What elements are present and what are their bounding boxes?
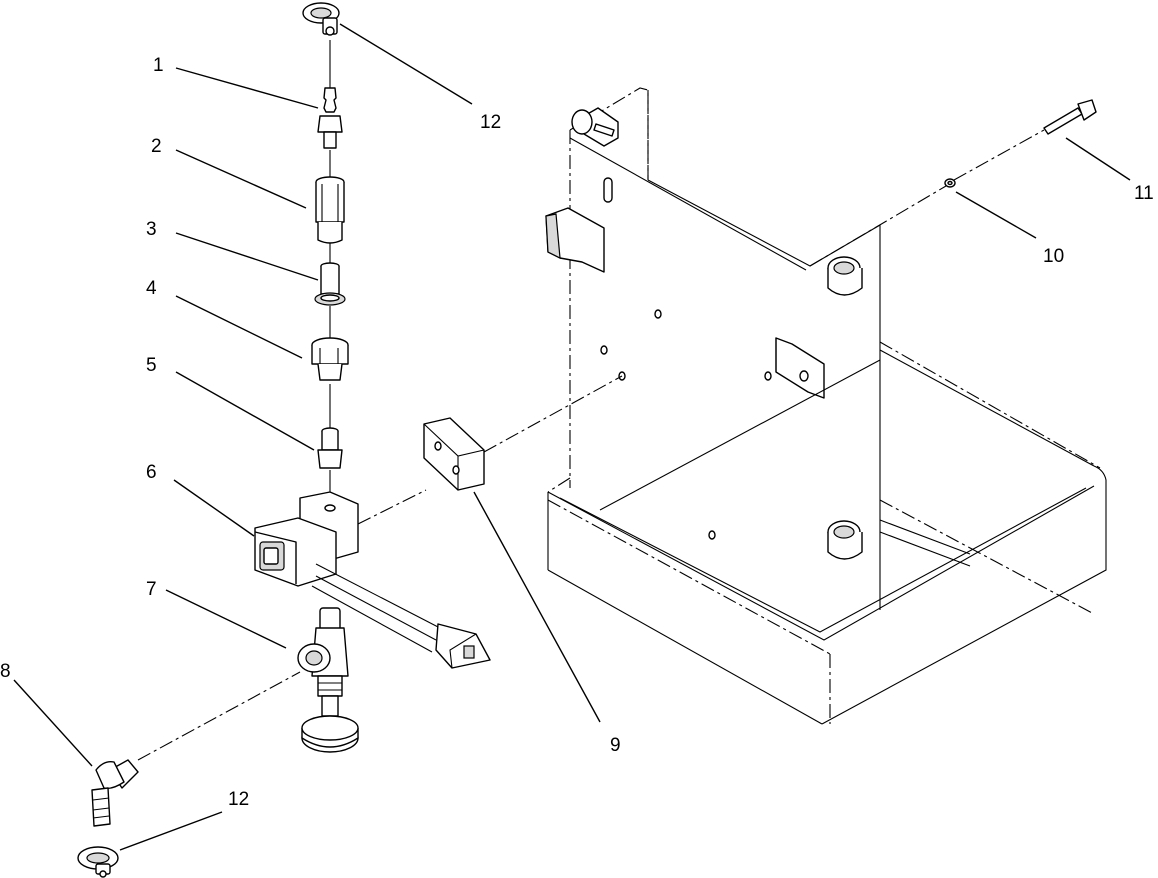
barb-fitting — [317, 87, 343, 149]
leader-lines — [13, 23, 1131, 851]
spacer-block — [423, 417, 485, 491]
callout-10: 10 — [1043, 246, 1065, 267]
bolt-and-washer — [944, 99, 1097, 188]
callout-9: 9 — [610, 735, 621, 756]
sleeve-with-washer — [314, 262, 346, 306]
callout-3: 3 — [146, 219, 157, 240]
callout-12-top: 12 — [480, 112, 502, 133]
callout-4: 4 — [146, 278, 157, 299]
hose-clamp-bottom — [77, 846, 119, 878]
callout-2: 2 — [151, 136, 162, 157]
mounting-frame — [545, 87, 1107, 725]
elbow-fitting — [91, 759, 139, 827]
callout-5: 5 — [146, 355, 157, 376]
callout-11: 11 — [1134, 183, 1154, 204]
callout-7: 7 — [146, 579, 157, 600]
hex-nut — [311, 337, 349, 381]
hose-clamp-top — [302, 2, 340, 36]
callout-1: 1 — [153, 55, 164, 76]
callout-8: 8 — [0, 661, 11, 682]
callout-6: 6 — [146, 462, 157, 483]
assembly-paths — [137, 129, 1045, 761]
solenoid-valve — [254, 491, 491, 669]
coupling-nut — [315, 176, 345, 244]
tee-fitting — [297, 607, 359, 753]
adapter-fitting — [317, 427, 343, 469]
callout-12-bottom: 12 — [228, 789, 250, 810]
